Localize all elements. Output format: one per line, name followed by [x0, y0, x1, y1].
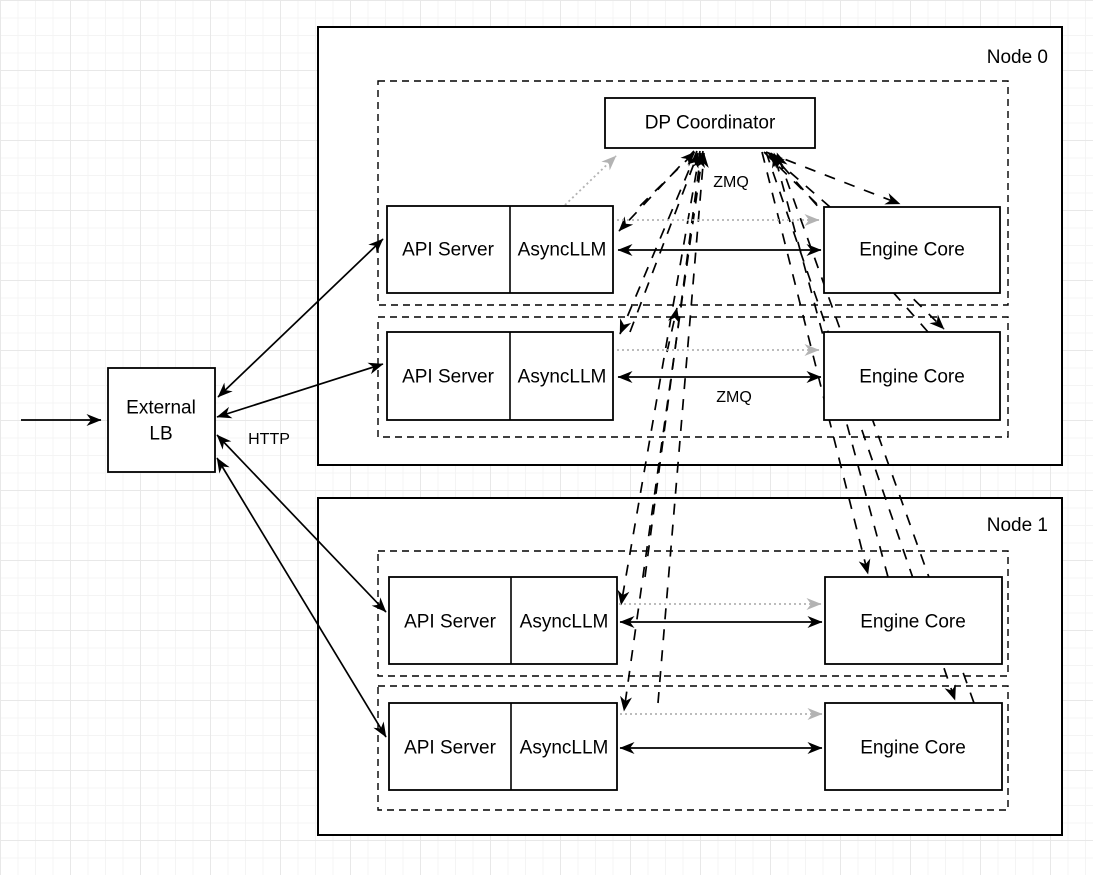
edge-dp-to-engine-n1r1 — [761, 151, 871, 575]
edge-async-n1r2-to-dp — [657, 152, 709, 704]
async-llm-label-n0r2: AsyncLLM — [518, 367, 607, 388]
http-label: HTTP — [248, 431, 290, 448]
edge-async-n0r1-to-dp — [639, 151, 696, 207]
dp-coordinator-box — [604, 97, 816, 149]
external-lb-label-line1: External — [126, 398, 196, 419]
api-async-box-n0r2: API Server AsyncLLM — [386, 331, 614, 421]
dp-coordinator-label: DP Coordinator — [645, 113, 776, 134]
api-server-label-n0r2: API Server — [402, 367, 495, 388]
async-llm-label-n1r1: AsyncLLM — [520, 612, 609, 633]
engine-core-box-n0r1: Engine Core — [823, 206, 1001, 294]
zmq-label-coordinator: ZMQ — [713, 174, 749, 191]
engine-core-box-n1r1: Engine Core — [824, 576, 1003, 665]
api-async-box-n1r2: API Server AsyncLLM — [388, 702, 618, 791]
external-lb-box — [107, 367, 216, 473]
api-server-label-n1r1: API Server — [404, 612, 497, 633]
edge-async-n0r2-to-dp — [629, 152, 699, 333]
external-lb-label-line2: LB — [149, 424, 172, 445]
edge-dp-to-engine-n0r1 — [765, 151, 901, 205]
engine-core-label-n1r1: Engine Core — [860, 612, 966, 633]
api-async-box-n0r1: API Server AsyncLLM — [386, 205, 614, 294]
edge-async-n1-to-group-arrow — [666, 307, 680, 353]
async-llm-label-n0r1: AsyncLLM — [518, 240, 607, 261]
engine-core-box-n1r2: Engine Core — [824, 702, 1003, 791]
node1-title: Node 1 — [987, 515, 1048, 536]
edge-dp-to-async-n0r1 — [618, 150, 695, 232]
async-llm-label-n1r2: AsyncLLM — [520, 738, 609, 759]
engine-core-label-n1r2: Engine Core — [860, 738, 966, 759]
edge-async-n1r1-to-dp — [644, 152, 706, 578]
api-server-label-n1r2: API Server — [404, 738, 497, 759]
edge-dp-to-async-n1r1 — [617, 150, 701, 606]
engine-core-box-n0r2: Engine Core — [823, 331, 1001, 421]
api-async-box-n1r1: API Server AsyncLLM — [388, 576, 618, 665]
engine-core-label-n0r1: Engine Core — [859, 240, 965, 261]
node0-title: Node 0 — [987, 47, 1048, 68]
api-server-label-n0r1: API Server — [402, 240, 495, 261]
edge-lb-api-n1r2 — [216, 457, 387, 738]
edge-engine-n0r2-to-dp — [770, 152, 929, 333]
engine-core-label-n0r2: Engine Core — [859, 367, 965, 388]
edge-lb-api-n0r2 — [216, 362, 384, 419]
zmq-label-engine: ZMQ — [716, 389, 752, 406]
edge-async-n0r1-to-dp-dotted — [564, 155, 617, 206]
